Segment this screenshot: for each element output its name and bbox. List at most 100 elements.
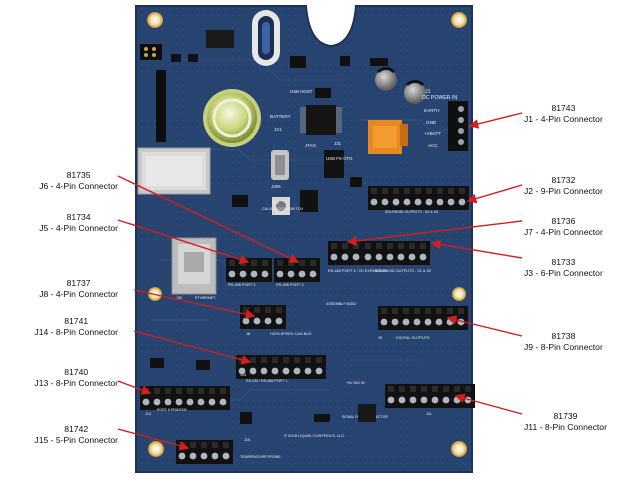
terminal-screw: [298, 270, 306, 278]
silk-vbatt: +VBATT: [424, 131, 441, 136]
silk-gnd: GND: [426, 120, 437, 125]
silk-j15: J15: [244, 438, 250, 442]
silk-j1: J1: [425, 89, 431, 95]
silk-temp-probe: TEMPERATURE PROBE: [240, 455, 281, 459]
terminal-screw: [435, 318, 443, 326]
header-pins: [140, 44, 166, 142]
terminal-screw: [208, 398, 216, 406]
terminal-screw: [153, 398, 161, 406]
callout-description: J13 - 8-Pin Connector: [34, 378, 118, 388]
silk-j13: J13: [145, 412, 151, 416]
silk-jtag: JTAG: [305, 143, 316, 148]
terminal-screw: [392, 198, 400, 206]
callout-description: J6 - 4-Pin Connector: [39, 181, 118, 191]
silkscreen-labels: DC POWER IN J1 EARTH GND +VBATT ACC BATT…: [145, 89, 457, 459]
terminal-screw: [442, 396, 450, 404]
terminal-screw: [419, 253, 427, 261]
terminal-screw: [431, 396, 439, 404]
silk-j11: J11: [426, 412, 432, 416]
callout-part-number: 81743: [551, 103, 576, 113]
terminal-block: [240, 305, 286, 329]
terminal-screw: [238, 367, 246, 375]
silk-battery: BATTERY: [270, 114, 291, 119]
terminal-screw: [186, 398, 194, 406]
terminal-screw: [211, 452, 219, 460]
silk-dig-in: +5V DIG IN: [346, 381, 365, 385]
terminal-screw: [222, 452, 230, 460]
sd-card-slot: [137, 147, 211, 195]
silk-sw: SW: [272, 200, 280, 205]
terminal-screw: [436, 198, 444, 206]
terminal-screw: [424, 318, 432, 326]
callout-description: J7 - 4-Pin Connector: [524, 227, 603, 237]
terminal-screw: [391, 318, 399, 326]
terminal-screw: [164, 398, 172, 406]
terminal-block: [362, 241, 430, 265]
mid-components: [232, 177, 362, 212]
terminal-screw: [242, 317, 250, 325]
silk-ethernet: ETHERNET: [195, 296, 216, 300]
terminal-screw: [398, 396, 406, 404]
j1-power-connector: [448, 101, 468, 151]
usb-host-port: [252, 10, 280, 66]
callout-description: J15 - 5-Pin Connector: [34, 435, 118, 445]
silk-copyright: © 2018 LIQUID CONTROLS, LLC: [284, 433, 344, 438]
callout-part-number: 81738: [551, 331, 576, 341]
terminal-screw: [260, 367, 268, 375]
terminal-screw: [197, 398, 205, 406]
terminal-screw: [271, 367, 279, 375]
terminal-screw: [413, 318, 421, 326]
arrow-j2: [466, 184, 523, 204]
terminal-screw: [402, 318, 410, 326]
terminal-block: [176, 440, 233, 464]
silk-usb-fs-otg: USB FS OTG: [326, 156, 353, 161]
terminal-screw: [142, 398, 150, 406]
terminal-screw: [330, 253, 338, 261]
terminal-screw: [178, 452, 186, 460]
mounting-holes: [147, 12, 467, 457]
terminal-screw: [287, 270, 295, 278]
silk-rs485-port2: RS-485 PORT 2: [228, 283, 256, 287]
callout-part-number: 81736: [551, 216, 576, 226]
terminal-block: [226, 258, 272, 282]
terminal-screw: [370, 198, 378, 206]
terminal-screw: [425, 198, 433, 206]
terminal-screw: [219, 398, 227, 406]
terminal-screw: [250, 270, 258, 278]
terminal-block: [378, 306, 468, 330]
silk-solenoid-top: SOLENOID OUTPUTS - S3 & S4: [385, 210, 438, 214]
callout-part-number: 81734: [66, 212, 91, 222]
callout-description: J11 - 8-Pin Connector: [524, 422, 607, 432]
terminal-screw: [381, 198, 389, 206]
terminal-screw: [239, 270, 247, 278]
arrow-j1: [468, 112, 523, 129]
terminal-screw: [175, 398, 183, 406]
terminal-block: [274, 258, 320, 282]
callout-part-number: 81742: [64, 424, 89, 434]
terminal-screw: [228, 270, 236, 278]
terminal-screw: [458, 198, 466, 206]
callout-description: J5 - 4-Pin Connector: [39, 223, 118, 233]
main-processor: [300, 88, 342, 135]
callout-description: J3 - 6-Pin Connector: [524, 268, 603, 278]
terminal-screw: [420, 396, 428, 404]
silk-digital-outputs: DIGITAL OUTPUTS: [396, 336, 430, 340]
silk-j30: J30: [176, 296, 182, 300]
terminal-screw: [275, 317, 283, 325]
silk-expansion: RS-485 PORT 4 / I/O EXPANSION: [328, 269, 387, 273]
silk-j31: J31: [334, 141, 342, 146]
terminal-screw: [387, 396, 395, 404]
terminal-screw: [261, 270, 269, 278]
silk-rs232: RS-232 / RS-485 PORT 1: [246, 379, 287, 383]
arrow-j8: [133, 289, 256, 320]
terminal-blocks: [140, 186, 475, 464]
silk-acc: ACC: [428, 143, 438, 148]
